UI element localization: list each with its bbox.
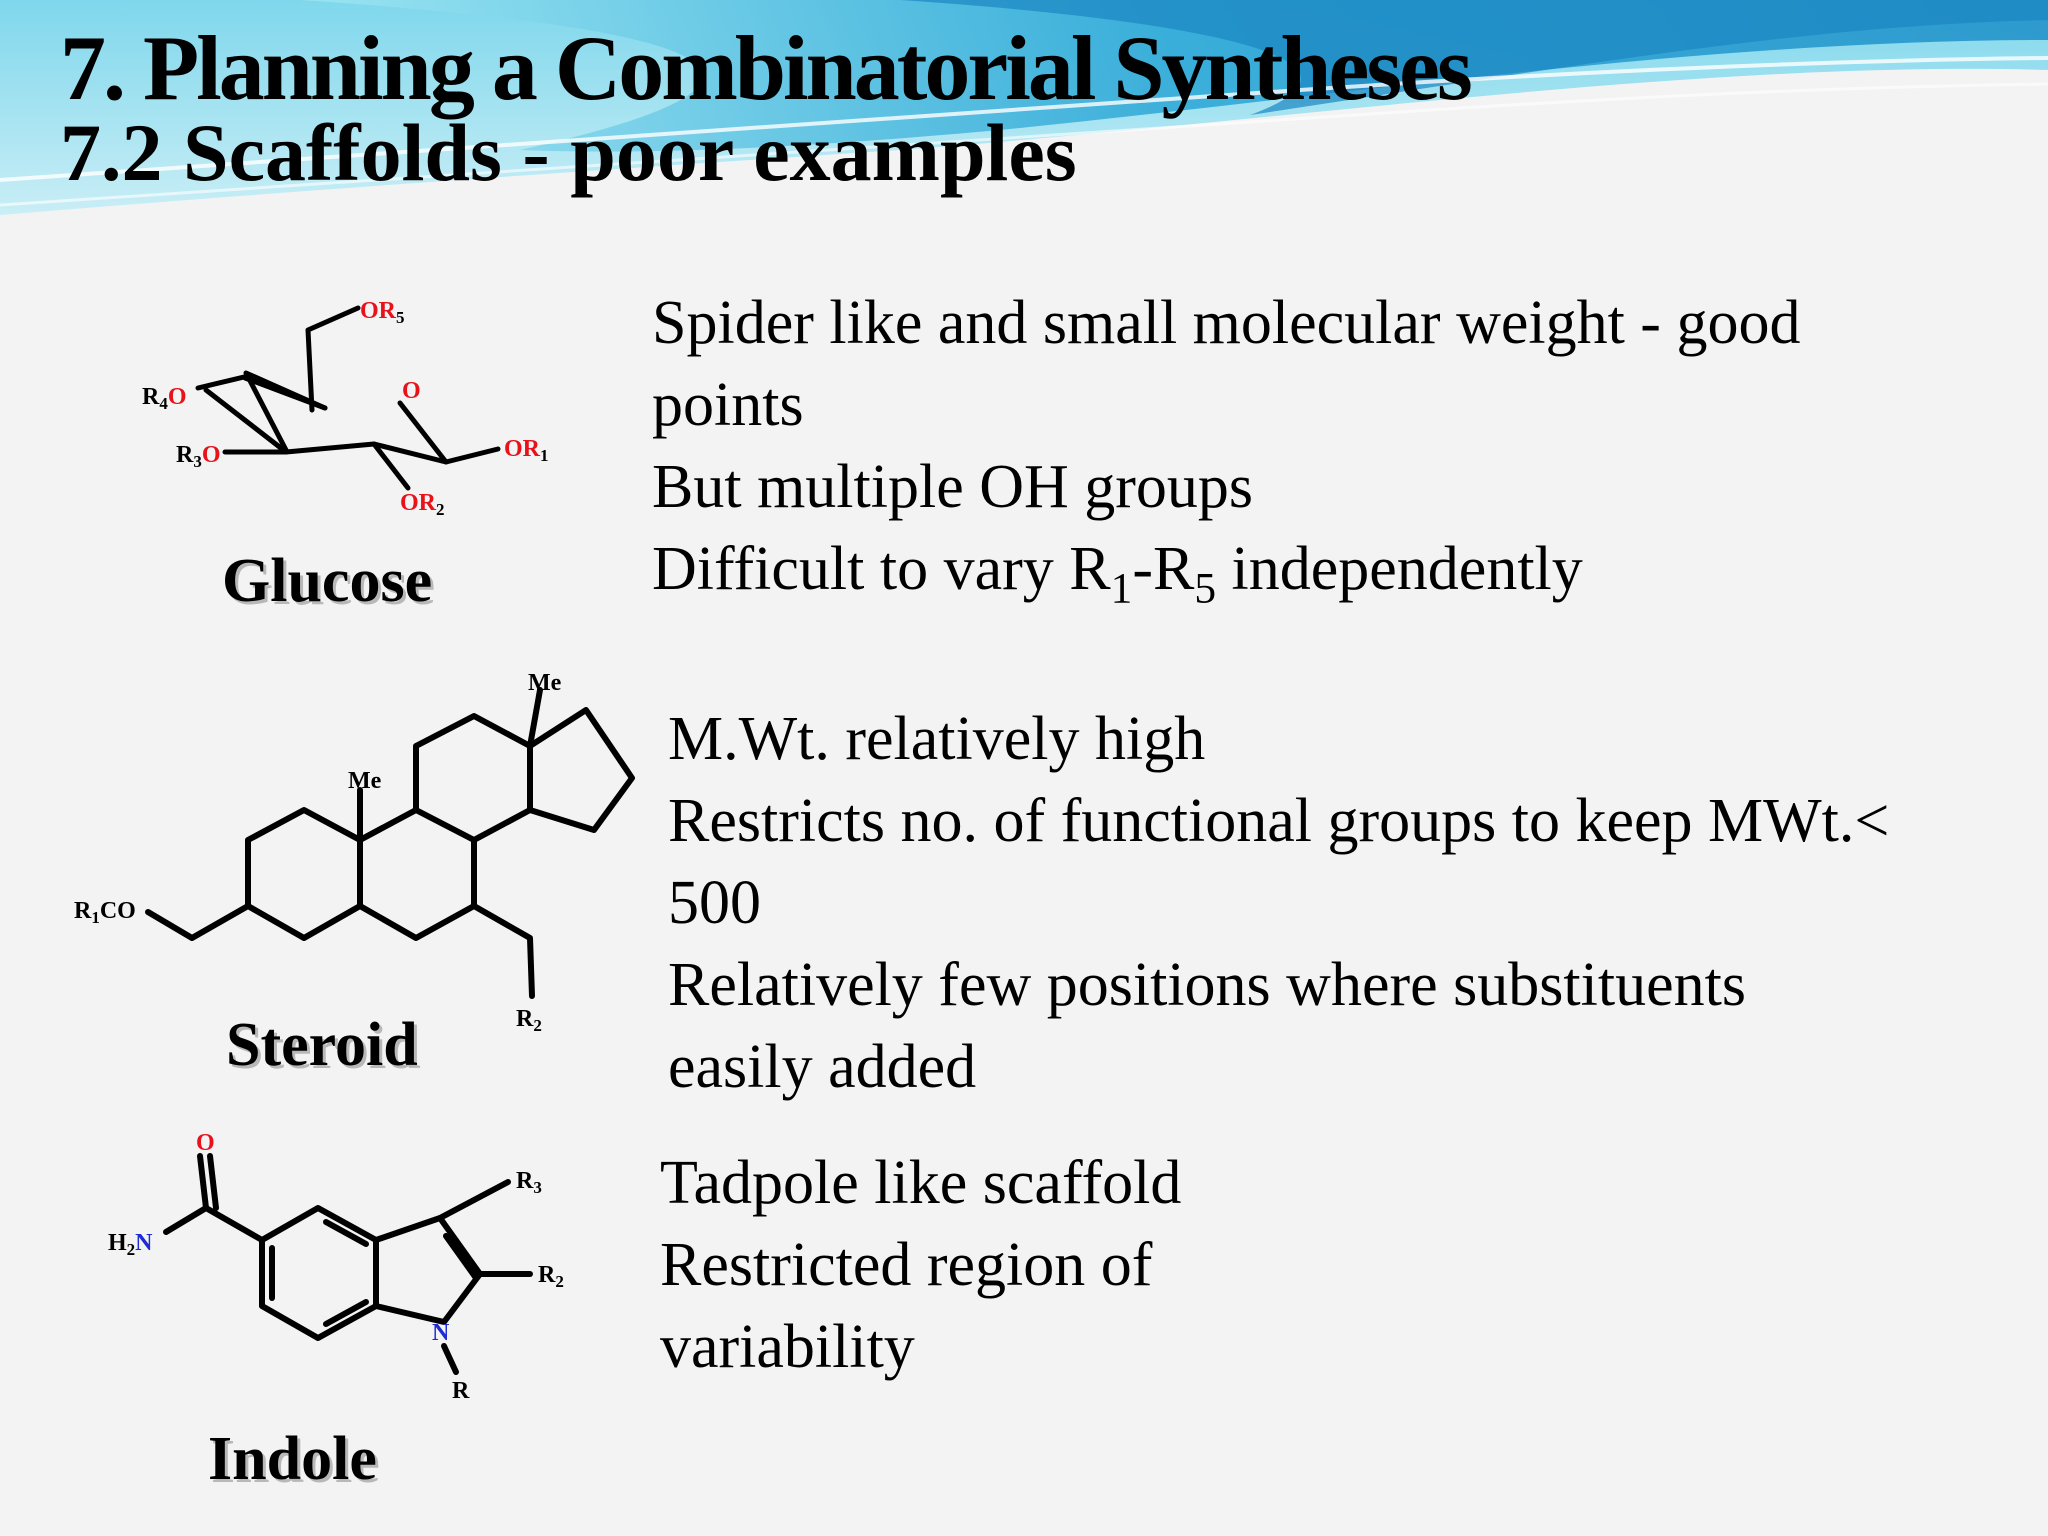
glucose-label-or5: OR5 xyxy=(360,298,405,327)
steroid-line-5: easily added xyxy=(668,1033,977,1101)
glucose-label-r3o: R3O xyxy=(176,442,221,471)
steroid-label-r1co: R1CO xyxy=(74,898,136,927)
indole-line-1: Tadpole like scaffold xyxy=(660,1149,1182,1217)
indole-caption: Indole xyxy=(208,1425,377,1493)
glucose-label-or1: OR1 xyxy=(504,436,549,465)
glucose-caption: Glucose xyxy=(222,547,433,615)
slide-title: 7. Planning a Combinatorial Syntheses xyxy=(60,17,1473,119)
steroid-label-r2: R2 xyxy=(516,1006,542,1035)
glucose-line-4: Difficult to vary R1-R5 independently xyxy=(652,535,1583,613)
steroid-caption: Steroid xyxy=(226,1011,418,1079)
glucose-line-3: But multiple OH groups xyxy=(652,453,1254,521)
steroid-line-1: M.Wt. relatively high xyxy=(668,705,1206,773)
indole-label-h2n: H2N xyxy=(108,1230,153,1259)
slide-subtitle: 7.2 Scaffolds - poor examples xyxy=(60,107,1077,198)
glucose-description: Spider like and small molecular weight -… xyxy=(652,282,1800,629)
steroid-line-4: Relatively few positions where substitue… xyxy=(668,951,1746,1019)
indole-label-r: R xyxy=(452,1378,470,1404)
indole-label-r2: R2 xyxy=(538,1262,564,1291)
glucose-label-or2: OR2 xyxy=(400,490,445,519)
glucose-line-2: points xyxy=(652,371,804,439)
glucose-line-1: Spider like and small molecular weight -… xyxy=(652,289,1801,357)
steroid-description: M.Wt. relatively high Restricts no. of f… xyxy=(668,698,1889,1108)
steroid-line-3: 500 xyxy=(668,869,761,937)
indole-line-3: variability xyxy=(660,1313,915,1381)
indole-description: Tadpole like scaffold Restricted region … xyxy=(660,1142,1181,1388)
glucose-label-r4o: R4O xyxy=(142,384,187,413)
glucose-label-ring-o: O xyxy=(402,378,421,404)
indole-label-r3: R3 xyxy=(516,1168,542,1197)
steroid-label-me-mid: Me xyxy=(348,768,382,794)
indole-label-o: O xyxy=(196,1130,215,1156)
steroid-label-me-top: Me xyxy=(528,670,562,696)
indole-label-n: N xyxy=(432,1320,450,1346)
indole-line-2: Restricted region of xyxy=(660,1231,1153,1299)
steroid-line-2: Restricts no. of functional groups to ke… xyxy=(668,787,1890,855)
